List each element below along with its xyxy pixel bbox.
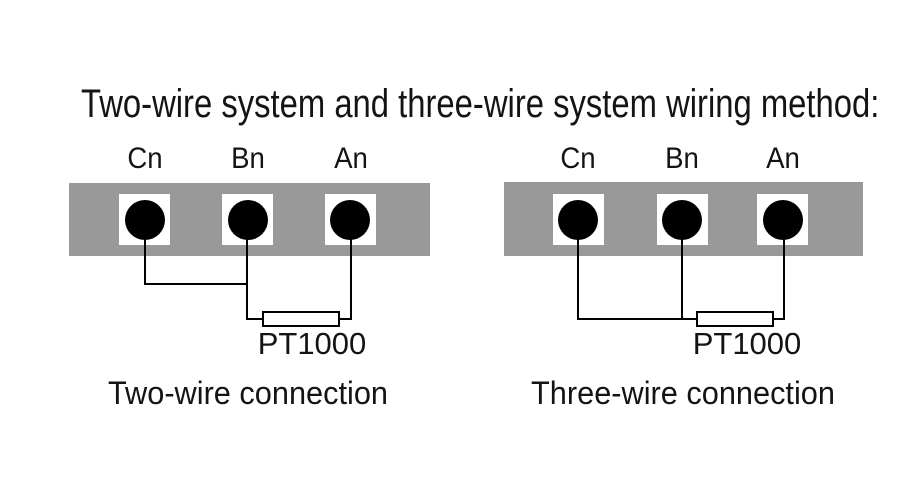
terminal-label-cn: Cn xyxy=(127,142,163,175)
resistor-label: PT1000 xyxy=(692,326,802,361)
wire-bn-vertical xyxy=(681,239,683,320)
terminal-dot-cn xyxy=(558,200,598,240)
terminal-label-bn: Bn xyxy=(665,142,699,175)
terminal-label-an: An xyxy=(766,142,800,175)
wire-an-vertical xyxy=(350,239,352,320)
wire-resistor-to-an xyxy=(772,318,785,320)
wire-cn-to-bn-horizontal xyxy=(144,283,248,285)
page-title: Two-wire system and three-wire system wi… xyxy=(81,82,880,126)
terminal-dot-an xyxy=(330,200,370,240)
wire-bn-to-resistor xyxy=(246,318,264,320)
wire-cn-vertical xyxy=(144,239,146,285)
terminal-dot-bn xyxy=(228,200,268,240)
wire-cn-to-resistor-horizontal xyxy=(577,318,697,320)
wire-an-vertical xyxy=(783,239,785,320)
terminal-label-an: An xyxy=(334,142,368,175)
terminal-label-cn: Cn xyxy=(560,142,596,175)
resistor-symbol xyxy=(262,311,340,327)
resistor-symbol xyxy=(696,311,774,327)
terminal-label-bn: Bn xyxy=(231,142,265,175)
wire-bn-vertical xyxy=(246,239,248,320)
two-wire-caption: Two-wire connection xyxy=(107,375,389,411)
three-wire-caption: Three-wire connection xyxy=(531,375,835,411)
wire-cn-vertical xyxy=(577,239,579,320)
terminal-dot-cn xyxy=(125,200,165,240)
resistor-label: PT1000 xyxy=(257,326,367,361)
terminal-dot-bn xyxy=(662,200,702,240)
terminal-dot-an xyxy=(763,200,803,240)
wire-resistor-to-an xyxy=(338,318,351,320)
